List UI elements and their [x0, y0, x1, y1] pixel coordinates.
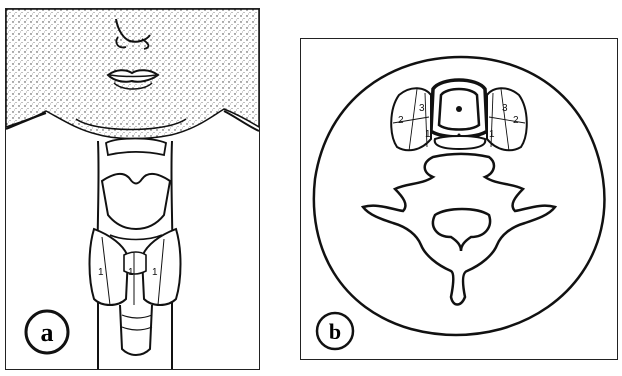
- zone-label: 2: [513, 115, 519, 126]
- larynx-thyroid-cartilage: [102, 139, 170, 240]
- zone-label: 1: [425, 129, 431, 140]
- panel-badge: b: [317, 313, 353, 349]
- zone-label: 1: [98, 267, 104, 278]
- zone-label: 1: [489, 129, 495, 140]
- panel-a-neck-illustration: 1 1 1 a: [5, 8, 260, 370]
- trachea: [120, 305, 152, 355]
- zone-label: 3: [502, 103, 508, 114]
- face-illustration: [6, 9, 259, 139]
- zone-label: 1: [128, 267, 134, 278]
- panel-b-cross-section: 3 2 1 3 2 1 b: [300, 38, 618, 360]
- thyroid-lobe-right: [487, 88, 527, 151]
- esophagus: [435, 136, 486, 149]
- trachea-ring: [431, 80, 487, 137]
- panel-badge-letter: b: [329, 319, 341, 344]
- neck-drawing: 1 1 1 a: [6, 9, 259, 369]
- zone-label: 3: [419, 103, 425, 114]
- panel-badge: a: [26, 311, 68, 353]
- cross-section-drawing: 3 2 1 3 2 1 b: [301, 39, 617, 359]
- zone-label: 2: [398, 115, 404, 126]
- panel-badge-letter: a: [41, 318, 54, 347]
- zone-label: 1: [152, 267, 158, 278]
